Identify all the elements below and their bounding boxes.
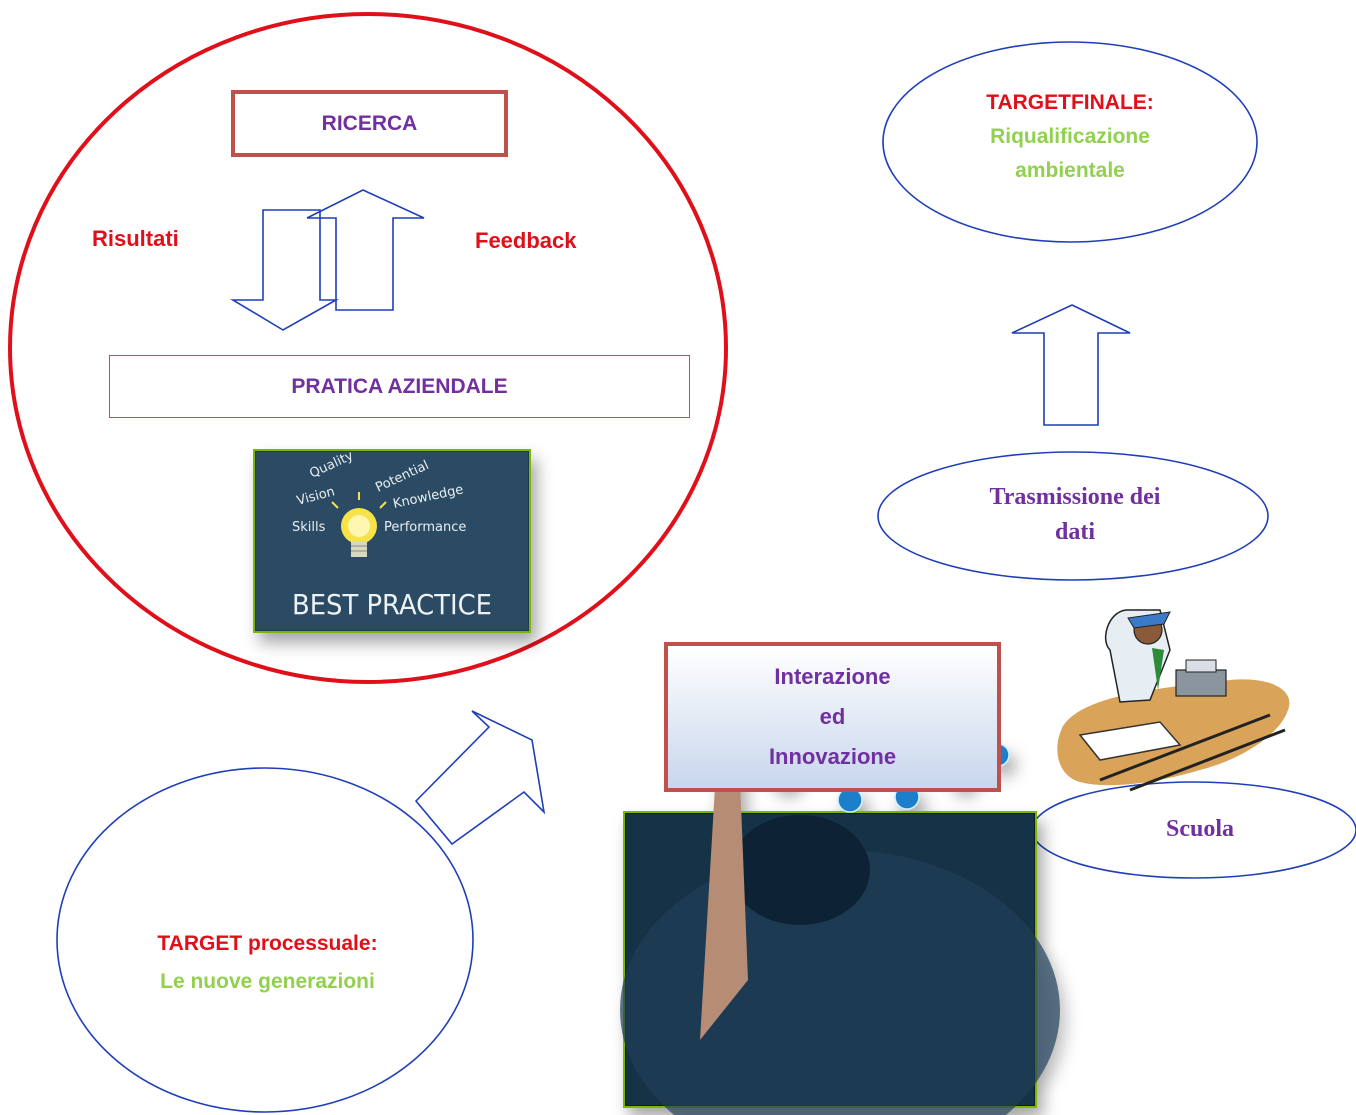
arrow-down-icon [230, 209, 340, 331]
target-processuale-ellipse [56, 767, 474, 1113]
target-finale-text: TARGETFINALE: Riqualificazione ambiental… [930, 86, 1210, 188]
teacher-clipart-icon [1057, 609, 1290, 792]
ricerca-box: RICERCA [231, 90, 508, 157]
best-practice-image: Quality Potential Vision Knowledge Skill… [253, 448, 531, 633]
lightbulb-icon [331, 492, 387, 557]
arrow-up-icon [1011, 304, 1131, 426]
ricerca-label: RICERCA [321, 111, 418, 135]
target-processuale-text: TARGET processuale: Le nuove generazioni [100, 925, 435, 1001]
interazione-line3: Innovazione [768, 744, 897, 769]
pratica-aziendale-label: PRATICA AZIENDALE [291, 374, 508, 398]
arrow-up-icon [306, 189, 425, 311]
scuola-label: Scuola [1165, 816, 1234, 842]
chalk-word-skills: Skills [292, 520, 326, 535]
best-practice-caption: BEST PRACTICE [292, 588, 492, 621]
diagonal-arrow-icon [414, 710, 546, 846]
trasmissione-line1: Trasmissione dei [989, 484, 1161, 510]
target-finale-ellipse [882, 41, 1258, 243]
target-finale-title: TARGETFINALE: [986, 91, 1154, 114]
research-cycle-circle [8, 12, 728, 684]
trasmissione-line2: dati [1054, 519, 1095, 545]
risultati-label: Risultati [92, 226, 179, 251]
interazione-line2: ed [819, 704, 846, 729]
target-processuale-title: TARGET processuale: [157, 932, 378, 955]
target-finale-line1: Riqualificazione [990, 125, 1150, 148]
interazione-box: Interazione ed Innovazione [664, 642, 1001, 792]
target-processuale-subtitle: Le nuove generazioni [160, 970, 375, 993]
interazione-line1: Interazione [774, 664, 891, 689]
pratica-aziendale-box: PRATICA AZIENDALE [109, 355, 690, 418]
target-finale-line2: ambientale [1015, 159, 1125, 182]
network-people-image [620, 648, 1060, 1115]
chalk-word-performance: Performance [384, 520, 466, 535]
trasmissione-ellipse [877, 451, 1269, 581]
feedback-label: Feedback [475, 228, 577, 253]
trasmissione-text: Trasmissione dei dati [920, 480, 1230, 550]
